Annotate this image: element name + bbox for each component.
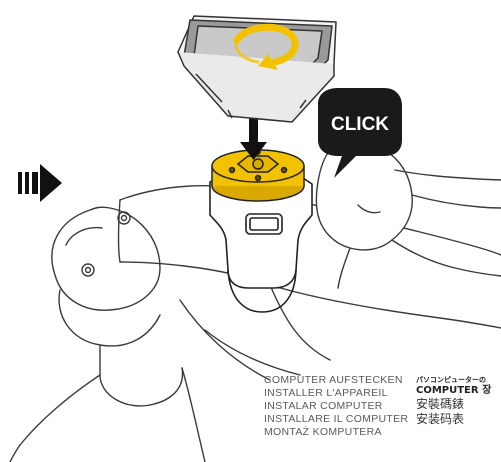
computer-mount (212, 150, 304, 201)
caption-german: COMPUTER AUFSTECKEN (264, 374, 408, 387)
caption-japanese: パソコンピューターの (416, 375, 501, 385)
click-label: CLICK (331, 114, 389, 135)
caption-french: INSTALLER L'APPAREIL (264, 387, 408, 400)
caption-italian: INSTALLARE IL COMPUTER (264, 413, 408, 426)
next-step-arrow-icon (18, 164, 62, 202)
caption-polish: MONTAŻ KOMPUTERA (264, 426, 408, 439)
caption-translations: COMPUTER AUFSTECKEN INSTALLER L'APPAREIL… (264, 374, 408, 439)
caption-korean: COMPUTER 장 (416, 385, 501, 397)
caption-chinese-traditional: 安裝碼錶 (416, 397, 501, 412)
caption-asian-translations: パソコンピューターの COMPUTER 장 安裝碼錶 安装码表 (416, 375, 501, 427)
caption-chinese-simplified: 安装码表 (416, 412, 501, 427)
caption-spanish: INSTALAR COMPUTER (264, 400, 408, 413)
